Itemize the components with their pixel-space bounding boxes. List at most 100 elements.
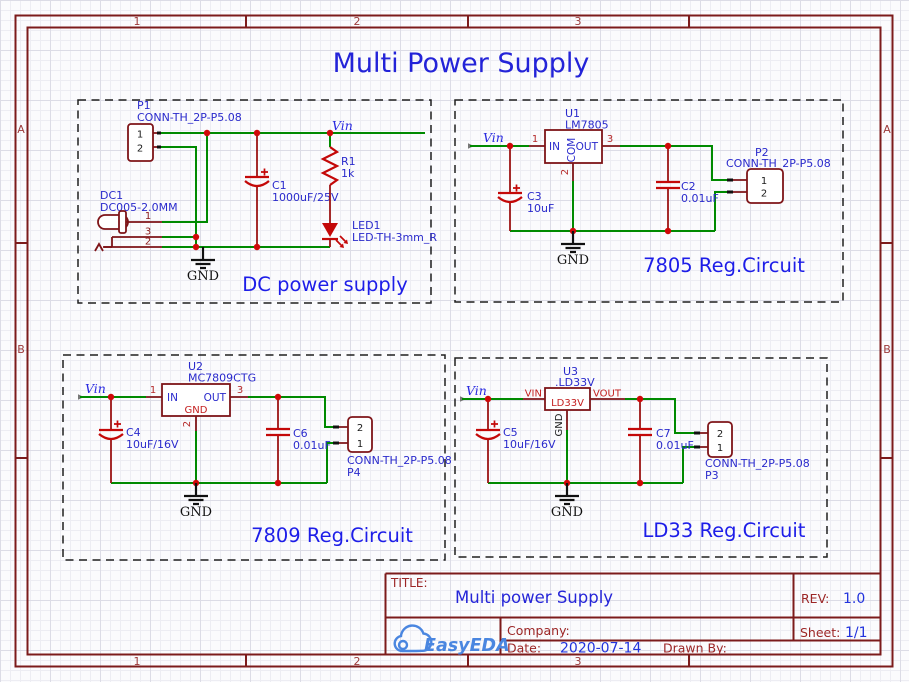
wire[interactable] <box>161 146 197 247</box>
section-caption[interactable]: LD33 Reg.Circuit <box>643 519 806 542</box>
wire[interactable] <box>162 133 208 223</box>
connector-body[interactable] <box>347 416 373 453</box>
component-r1[interactable]: R1 1k <box>320 133 356 223</box>
part-label[interactable]: CONN-TH_2P-P5.08 <box>705 457 810 470</box>
ref-label[interactable]: U3 <box>563 365 578 378</box>
component-c2[interactable]: C2 0.01uF <box>656 146 719 231</box>
value-label[interactable]: 10uF/16V <box>503 438 556 451</box>
section-7809[interactable]: Vin U2 MC7809CTG 1 3 2 IN OUT GND C4 10u… <box>62 354 452 561</box>
component-u2[interactable]: U2 MC7809CTG 1 3 2 IN OUT GND <box>146 360 256 431</box>
wire[interactable] <box>714 191 727 231</box>
section-border[interactable] <box>62 354 446 561</box>
part-label[interactable]: .LD33V <box>555 376 595 389</box>
led-triangle[interactable] <box>322 223 338 237</box>
ref-label[interactable]: C2 <box>681 180 696 193</box>
ref-label[interactable]: P2 <box>755 146 769 159</box>
component-c5[interactable]: C5 10uF/16V <box>475 399 556 483</box>
cap-plate-curved[interactable] <box>475 433 501 441</box>
wire[interactable] <box>625 398 694 434</box>
part-label[interactable]: MC7809CTG <box>188 372 256 385</box>
value-label[interactable]: 0.01uF <box>656 439 694 452</box>
cap-plates[interactable] <box>266 427 290 437</box>
date-value[interactable]: 2020-07-14 <box>560 641 641 657</box>
ref-label[interactable]: C1 <box>272 179 287 192</box>
component-dc1[interactable]: DC1 DC005-2.0MM 1 3 2 <box>94 189 178 252</box>
section-ld33[interactable]: Vin U3 .LD33V LD33V VIN VOUT GND C5 10uF… <box>454 357 828 558</box>
value-label[interactable]: 10uF <box>527 202 554 215</box>
wire[interactable] <box>248 396 333 428</box>
section-caption[interactable]: 7805 Reg.Circuit <box>643 254 805 277</box>
ref-label[interactable]: R1 <box>341 155 356 168</box>
section-caption[interactable]: 7809 Reg.Circuit <box>251 524 413 547</box>
component-p4[interactable]: 2 1 CONN-TH_2P-P5.08 P4 <box>333 416 452 479</box>
section-border[interactable] <box>77 99 432 304</box>
jack-pin-plate[interactable] <box>118 210 127 234</box>
cap-plates[interactable] <box>628 427 652 437</box>
ref-label[interactable]: DC1 <box>100 189 123 202</box>
value-label[interactable]: 0.01uF <box>293 439 331 452</box>
component-c7[interactable]: C7 0.01uF <box>628 399 694 483</box>
section-border[interactable] <box>454 99 844 303</box>
ref-label[interactable]: C3 <box>527 190 542 203</box>
part-label[interactable]: CONN-TH_2P-P5.08 <box>347 454 452 467</box>
value-label[interactable]: 1k <box>341 167 355 180</box>
connector-body[interactable] <box>127 123 154 162</box>
part-label[interactable]: CONN-TH_2P-P5.08 <box>137 111 242 124</box>
sheet-main-title[interactable]: Multi Power Supply <box>333 48 590 79</box>
net-label-vin[interactable]: Vin <box>483 130 504 145</box>
value-label[interactable]: 1000uF/25V <box>272 191 339 204</box>
net-label-vin[interactable]: Vin <box>466 383 487 398</box>
sheet-value[interactable]: 1/1 <box>845 625 868 641</box>
component-led1[interactable]: LED1 LED-TH-3mm_R <box>322 219 437 248</box>
connector-body[interactable] <box>707 421 733 458</box>
gnd-symbol[interactable]: GND <box>551 483 583 520</box>
net-label-vin[interactable]: Vin <box>85 381 106 396</box>
ic-body[interactable] <box>161 383 231 417</box>
ref-label[interactable]: C5 <box>503 426 518 439</box>
ref-label[interactable]: P3 <box>705 469 719 482</box>
part-label[interactable]: CONN-TH_2P-P5.08 <box>726 157 831 170</box>
section-dc-power-supply[interactable]: P1 CONN-TH_2P-P5.08 1 2 DC1 DC005-2.0MM … <box>77 99 437 304</box>
component-u1[interactable]: U1 LM7805 1 3 2 IN OUT COM <box>529 107 620 181</box>
resistor-zigzag[interactable] <box>320 146 340 186</box>
ref-label[interactable]: U2 <box>188 360 203 373</box>
cap-plate-curved[interactable] <box>497 196 523 204</box>
component-u3[interactable]: U3 .LD33V LD33V VIN VOUT GND <box>523 365 625 436</box>
gnd-symbol[interactable]: GND <box>187 247 219 284</box>
ref-label[interactable]: U1 <box>565 107 580 120</box>
gnd-symbol[interactable]: GND <box>180 483 212 520</box>
component-c4[interactable]: C4 10uF/16V <box>98 397 179 483</box>
section-7805[interactable]: Vin U1 LM7805 1 3 2 IN OUT COM C3 10uF <box>454 99 844 303</box>
wire[interactable] <box>682 446 694 483</box>
section-caption[interactable]: DC power supply <box>242 273 408 296</box>
wire[interactable] <box>620 145 727 181</box>
component-c3[interactable]: C3 10uF <box>497 146 554 231</box>
gnd-symbol[interactable]: GND <box>557 231 589 268</box>
cap-plates[interactable] <box>656 180 680 190</box>
component-p3[interactable]: 2 1 CONN-TH_2P-P5.08 P3 <box>694 421 810 482</box>
component-p1[interactable]: P1 CONN-TH_2P-P5.08 1 2 <box>127 99 242 162</box>
value-label[interactable]: 10uF/16V <box>126 438 179 451</box>
net-label-vin[interactable]: Vin <box>332 118 353 133</box>
ref-label[interactable]: C6 <box>293 427 308 440</box>
connector-body[interactable] <box>746 168 784 204</box>
wire[interactable] <box>326 442 333 483</box>
ref-label[interactable]: C4 <box>126 426 141 439</box>
component-p2[interactable]: P2 CONN-TH_2P-P5.08 1 2 <box>726 146 831 204</box>
part-label[interactable]: LED-TH-3mm_R <box>352 231 437 244</box>
ref-label[interactable]: LED1 <box>352 219 381 232</box>
rev-value[interactable]: 1.0 <box>843 591 865 607</box>
component-c6[interactable]: C6 0.01uF <box>266 397 331 483</box>
ref-label[interactable]: C7 <box>656 427 671 440</box>
ref-label[interactable]: P4 <box>347 466 361 479</box>
cap-plate-curved[interactable] <box>98 433 124 441</box>
ref-label[interactable]: P1 <box>137 99 151 112</box>
part-label[interactable]: LM7805 <box>565 119 609 132</box>
section-border[interactable] <box>454 357 828 558</box>
part-label[interactable]: DC005-2.0MM <box>100 201 178 214</box>
cap-plate-curved[interactable] <box>244 180 270 188</box>
component-c1[interactable]: C1 1000uF/25V <box>244 133 339 247</box>
title-value[interactable]: Multi power Supply <box>455 588 613 607</box>
value-label[interactable]: 0.01uF <box>681 192 719 205</box>
